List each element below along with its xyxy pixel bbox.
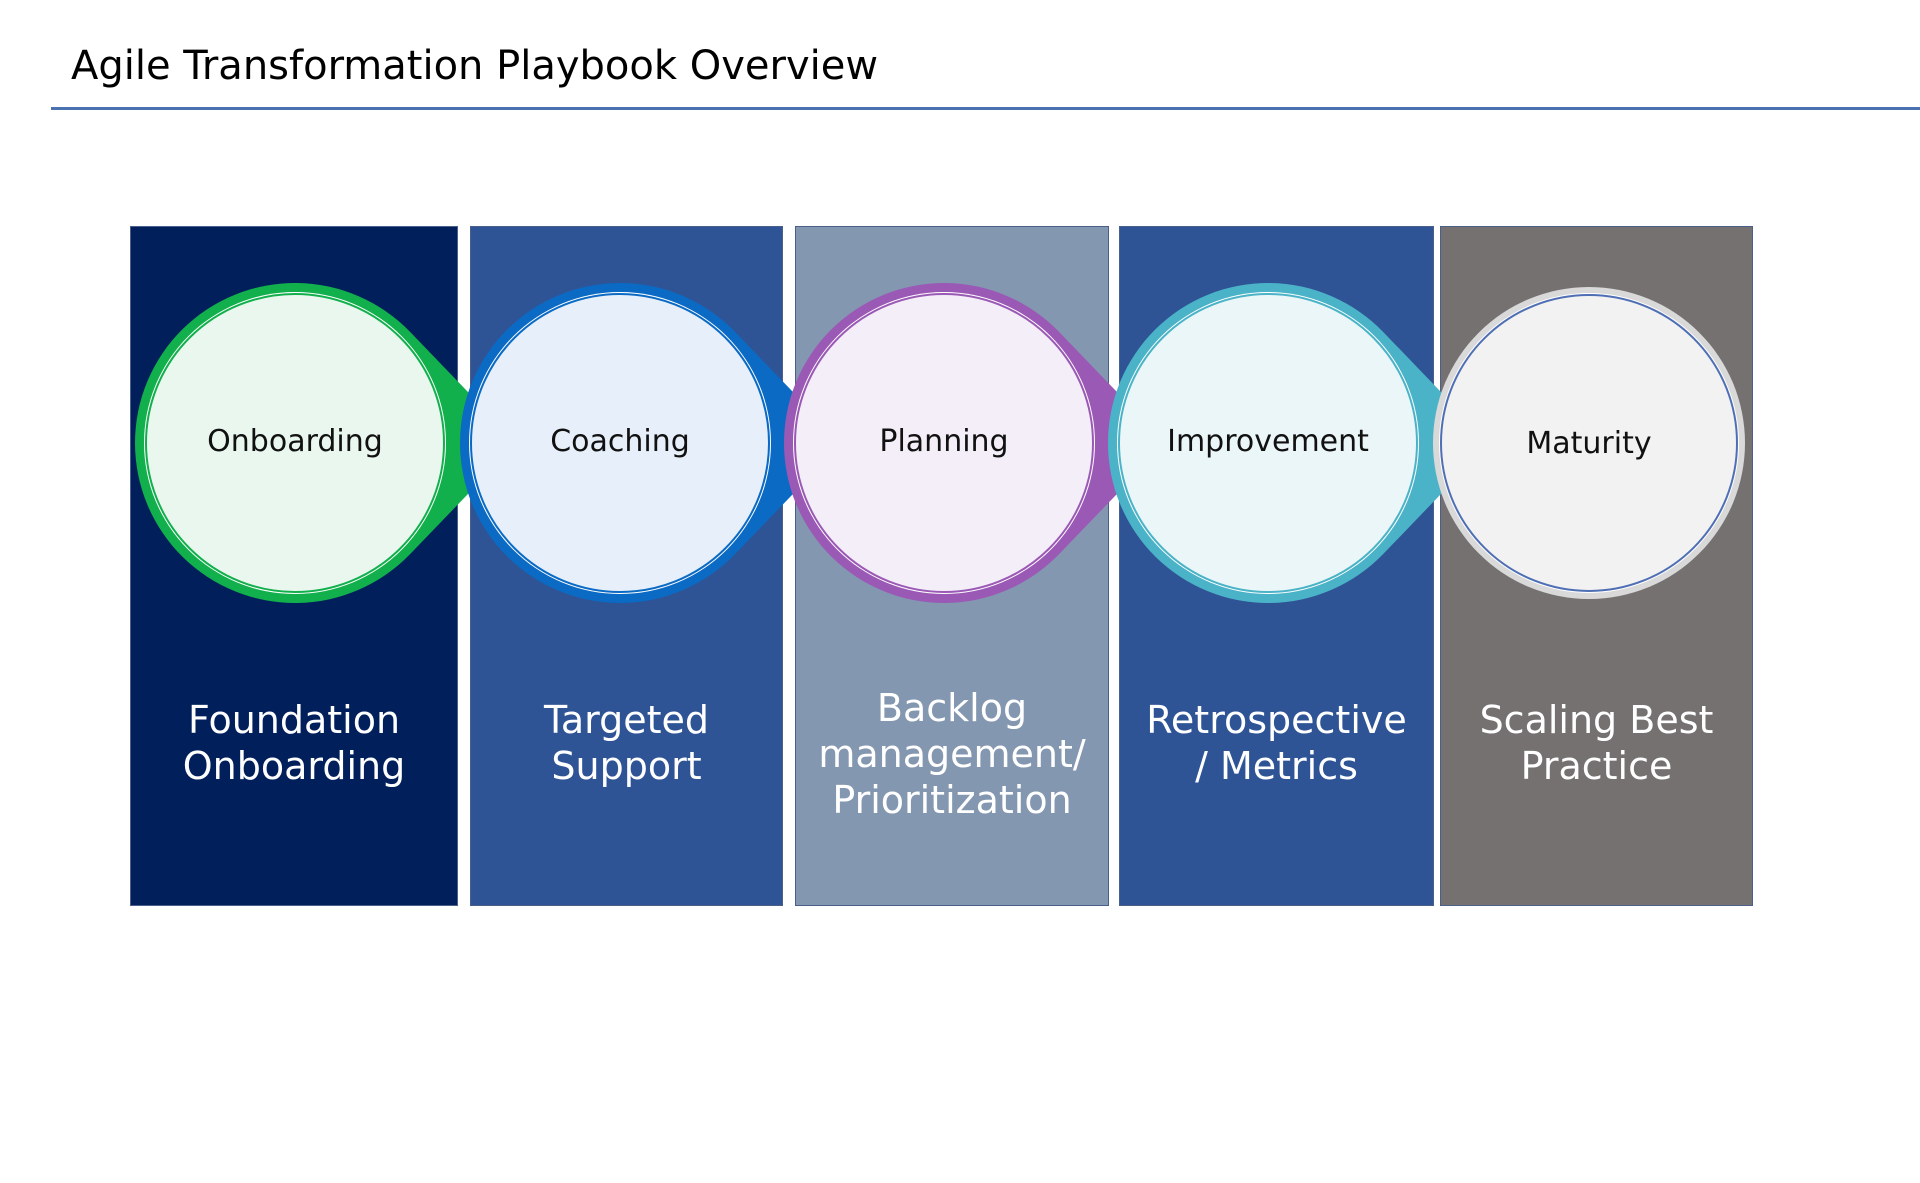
stage-column-maturity: Scaling Best Practice — [1440, 226, 1753, 906]
stage-name-improvement: Improvement — [1167, 424, 1369, 459]
stage-column-coaching: Targeted Support — [470, 226, 783, 906]
stage-column-onboarding: Foundation Onboarding — [130, 226, 458, 906]
stage-name-maturity: Maturity — [1526, 426, 1652, 461]
stage-description: Backlog management/ Prioritization — [818, 686, 1086, 822]
stage-description: Targeted Support — [543, 698, 710, 788]
title-underline — [51, 107, 1920, 110]
stage-description: Scaling Best Practice — [1479, 698, 1714, 788]
stage-description: Foundation Onboarding — [182, 698, 406, 788]
stage-column-planning: Backlog management/ Prioritization — [795, 226, 1109, 906]
stage-name-coaching: Coaching — [550, 424, 690, 459]
stage-name-onboarding: Onboarding — [207, 424, 383, 459]
page-title: Agile Transformation Playbook Overview — [71, 43, 879, 89]
stage-column-improvement: Retrospective / Metrics — [1119, 226, 1434, 906]
stage-name-planning: Planning — [879, 424, 1009, 459]
stage-description: Retrospective / Metrics — [1146, 698, 1407, 788]
